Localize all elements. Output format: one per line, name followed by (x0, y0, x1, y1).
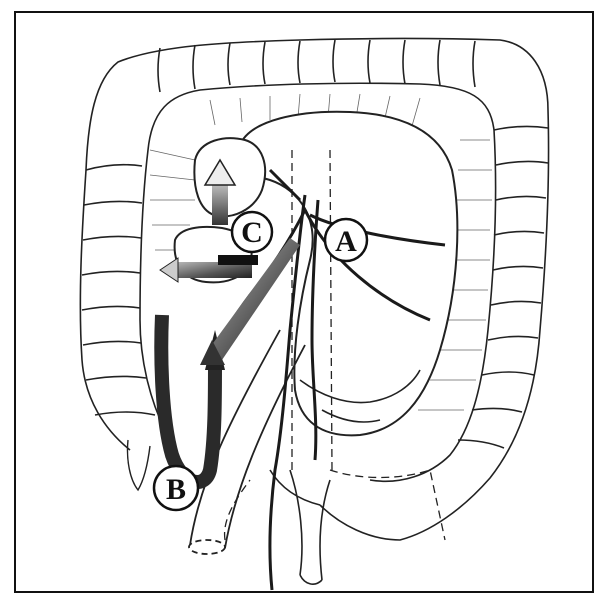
svg-text:A: A (335, 225, 357, 258)
label-c: C (232, 212, 272, 252)
label-b: B (154, 466, 198, 510)
svg-text:B: B (166, 473, 186, 506)
svg-text:C: C (241, 216, 263, 249)
label-a: A (325, 219, 367, 261)
